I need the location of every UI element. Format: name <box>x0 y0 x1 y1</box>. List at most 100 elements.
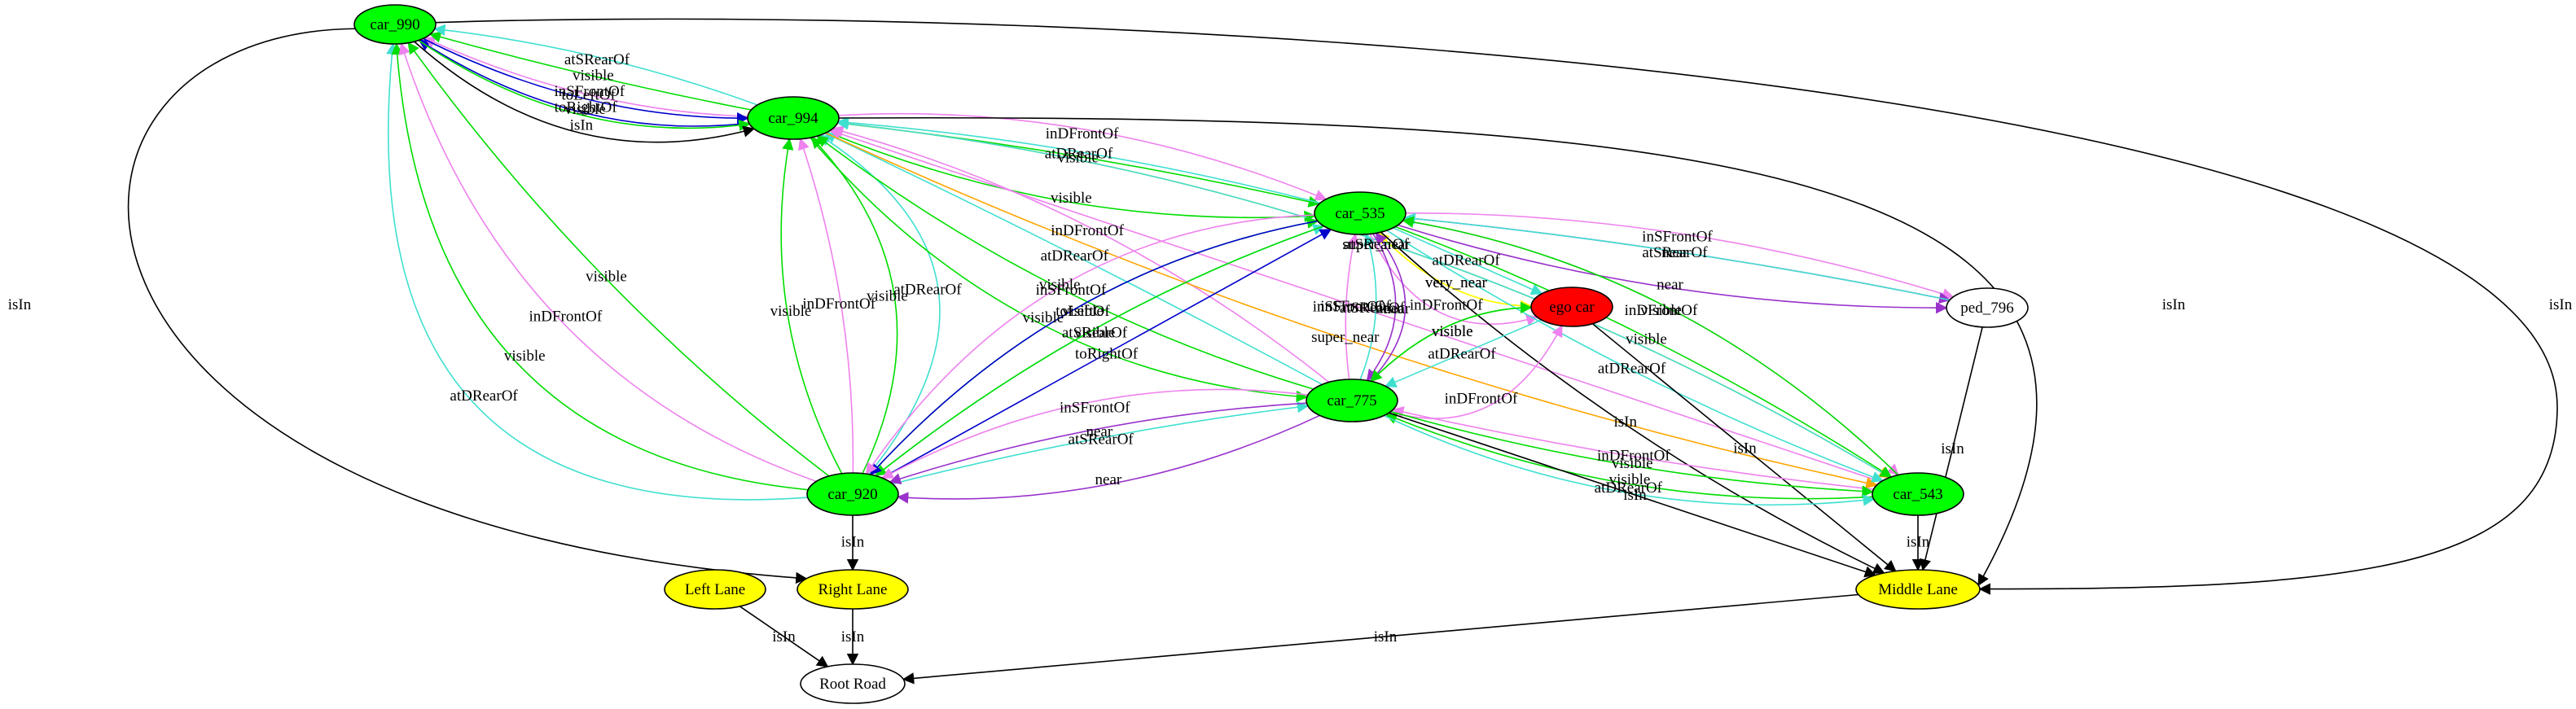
edge-car_920-car_990-visible <box>391 42 809 491</box>
edge-label: visible <box>1432 323 1473 340</box>
node-middle-lane: Middle Lane <box>1855 569 1981 610</box>
edge-car_535-ego_car-inDFrontOf <box>1369 234 1538 326</box>
edge-label: isIn <box>8 296 32 313</box>
edge-label: atSRearOf <box>564 51 630 68</box>
node-right-lane: Right Lane <box>796 569 909 610</box>
edge-label: near <box>1086 423 1112 440</box>
edge-label: inSFrontOf <box>1313 299 1384 316</box>
edge-label: near <box>1376 300 1402 317</box>
edge-car_990-right_lane-isIn <box>127 28 808 584</box>
edge-car_994-car_535-visible <box>827 131 1316 223</box>
edge-label: isIn <box>841 628 865 646</box>
node-ellipse <box>1946 287 2029 328</box>
edge-car_994-middle_lane-isIn <box>838 116 2038 587</box>
node-ellipse <box>1306 379 1398 422</box>
edge-label: super_near <box>1342 236 1411 253</box>
edge-car_535-car_994-atDRearOf <box>836 116 1321 204</box>
edge-label: visible <box>504 348 546 365</box>
edge-car_920-car_990-inDFrontOf <box>398 42 817 483</box>
node-ellipse <box>747 96 840 140</box>
edge-label: visible <box>1039 277 1081 294</box>
edge-ped_796-middle_lane-isIn <box>1919 326 1983 571</box>
edge-label: toRightOf <box>1075 346 1139 363</box>
node-label: ped_796 <box>1960 300 2013 317</box>
edge-label: visible <box>586 268 627 285</box>
edge-label: inDFrontOf <box>1046 125 1119 142</box>
node-car-990: car_990 <box>353 4 437 45</box>
edge-label: near <box>1657 277 1683 294</box>
edge-label: visible <box>1612 455 1653 472</box>
edge-ego_car-middle_lane-isIn <box>1591 323 1897 572</box>
node-label: car_535 <box>1335 205 1385 222</box>
edge-car_775-car_920-inSFrontOf <box>881 388 1309 479</box>
edge-label: inDFrontOf <box>1597 447 1670 464</box>
node-label: car_543 <box>1893 486 1942 503</box>
edge-label: visible <box>1051 190 1092 207</box>
edge-car_994-car_990-visible <box>428 31 752 111</box>
edge-car_535-ego_car-atDRearOf <box>1393 227 1543 295</box>
edge-labels-layer: toRightOfinSFrontOfvisibleatSRearOftoLef… <box>8 51 2573 646</box>
edge-label: isIn <box>772 628 796 646</box>
edge-label: inSFrontOf <box>1060 399 1130 416</box>
edge-label: visible <box>1074 324 1116 341</box>
edge-car_994-car_990-inSFrontOf <box>423 37 748 117</box>
edge-label: atDRearOf <box>893 282 962 299</box>
edge-label: inDFrontOf <box>529 308 602 325</box>
node-car-920: car_920 <box>806 472 899 516</box>
edge-label: isIn <box>1613 414 1637 431</box>
node-root-road: Root Road <box>800 663 906 704</box>
edge-label: very_near <box>1425 274 1488 291</box>
edge-label: visible <box>1023 309 1064 326</box>
edge-car_920-car_775-atSRearOf <box>892 401 1310 485</box>
edge-label: atSRearOf <box>1069 431 1134 449</box>
edge-label: inDFrontOf <box>1445 391 1518 408</box>
edge-label: toLeftOf <box>1055 303 1110 320</box>
edge-car_990-car_994-toLeftOf <box>423 37 749 125</box>
edge-car_920-car_990-atDRearOf <box>386 42 808 501</box>
edge-car_543-car_535-visible <box>1402 216 1899 476</box>
edge-label: inSFrontOf <box>1642 228 1713 245</box>
edge-label: isIn <box>570 117 594 134</box>
node-ego-car: ego car <box>1530 287 1613 327</box>
edge-label: inSFrontOf <box>554 83 625 100</box>
node-ped-796: ped_796 <box>1946 287 2029 328</box>
edge-label: isIn <box>2162 296 2186 313</box>
edge-car_990-car_994-visible <box>418 39 751 132</box>
edge-label: inDFrontOf <box>1051 222 1124 239</box>
edge-label: visible <box>564 101 606 118</box>
edge-car_994-car_990-toRightOf <box>418 39 749 127</box>
edge-label: atDRearOf <box>1595 479 1663 497</box>
edge-car_990-car_994-isIn <box>414 41 756 143</box>
edge-label: toLeftOf <box>561 87 616 104</box>
edge-car_775-car_994-inDFrontOf <box>832 125 1330 383</box>
edge-label: toRightOf <box>555 98 618 116</box>
edge-label: atDRearOf <box>1045 146 1113 163</box>
edge-label: isIn <box>841 534 865 551</box>
edge-label: isIn <box>1941 440 1964 457</box>
edge-label: atSRearOf <box>1062 324 1128 341</box>
edge-car_775-car_994-atDRearOf <box>823 132 1323 386</box>
edge-label: visible <box>1432 323 1473 340</box>
edge-car_543-car_994-inSFrontOf <box>829 128 1881 483</box>
edge-label: visible <box>1062 303 1104 320</box>
edge-car_535-car_543-atDRearOf <box>1386 230 1884 483</box>
edge-ego_car-car_775-visible <box>1370 306 1532 383</box>
node-ellipse <box>1855 569 1981 610</box>
edge-label: near <box>1384 300 1411 317</box>
edge-car_775-car_920-near <box>889 402 1307 484</box>
edge-label: isIn <box>1374 628 1398 646</box>
node-ellipse <box>800 663 906 704</box>
edge-label: visible <box>1640 302 1682 319</box>
node-ellipse <box>796 569 909 610</box>
node-label: Left Lane <box>685 581 745 598</box>
edge-ped_796-car_535-atSRearOf <box>1403 212 1951 301</box>
edge-label: isIn <box>2549 296 2573 313</box>
edge-car_775-car_535-inSFrontOf <box>1345 233 1359 380</box>
edge-label: atDRearOf <box>1598 360 1666 377</box>
edge-car_920-car_994-visible <box>780 138 843 475</box>
edge-car_775-car_543-atDRearOf <box>1383 414 1876 506</box>
edge-label: inSFrontOf <box>1320 298 1391 315</box>
edge-car_990-middle_lane-isIn <box>435 18 2558 595</box>
edge-label: inDFrontOf <box>802 295 875 313</box>
